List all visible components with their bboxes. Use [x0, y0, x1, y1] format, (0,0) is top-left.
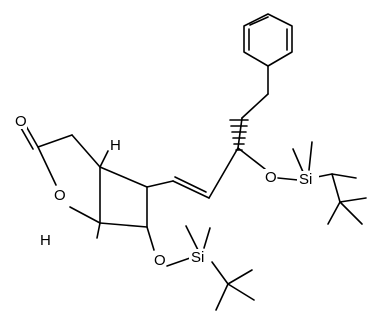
lower-ether-oxygen-label: O: [154, 252, 166, 269]
ring-oxygen-label: O: [54, 187, 66, 204]
bicyclic-core: [20, 125, 155, 251]
phenyl-ring: [243, 13, 293, 67]
upper-ether-oxygen-label: O: [265, 169, 277, 186]
upper-silicon-label: Si: [299, 171, 312, 188]
upper-bridgehead-h-label: H: [110, 137, 121, 154]
lower-silicon-label: Si: [191, 249, 204, 266]
lower-bridgehead-h-label: H: [40, 232, 51, 249]
atom-labels: O O H H O Si O Si: [13, 113, 319, 269]
lower-tbs-group: [166, 225, 255, 311]
upper-tbs-group: [277, 141, 367, 225]
carbonyl-oxygen-label: O: [15, 113, 27, 130]
side-chain: [146, 65, 269, 199]
hashed-stereo-bond: [229, 119, 249, 151]
